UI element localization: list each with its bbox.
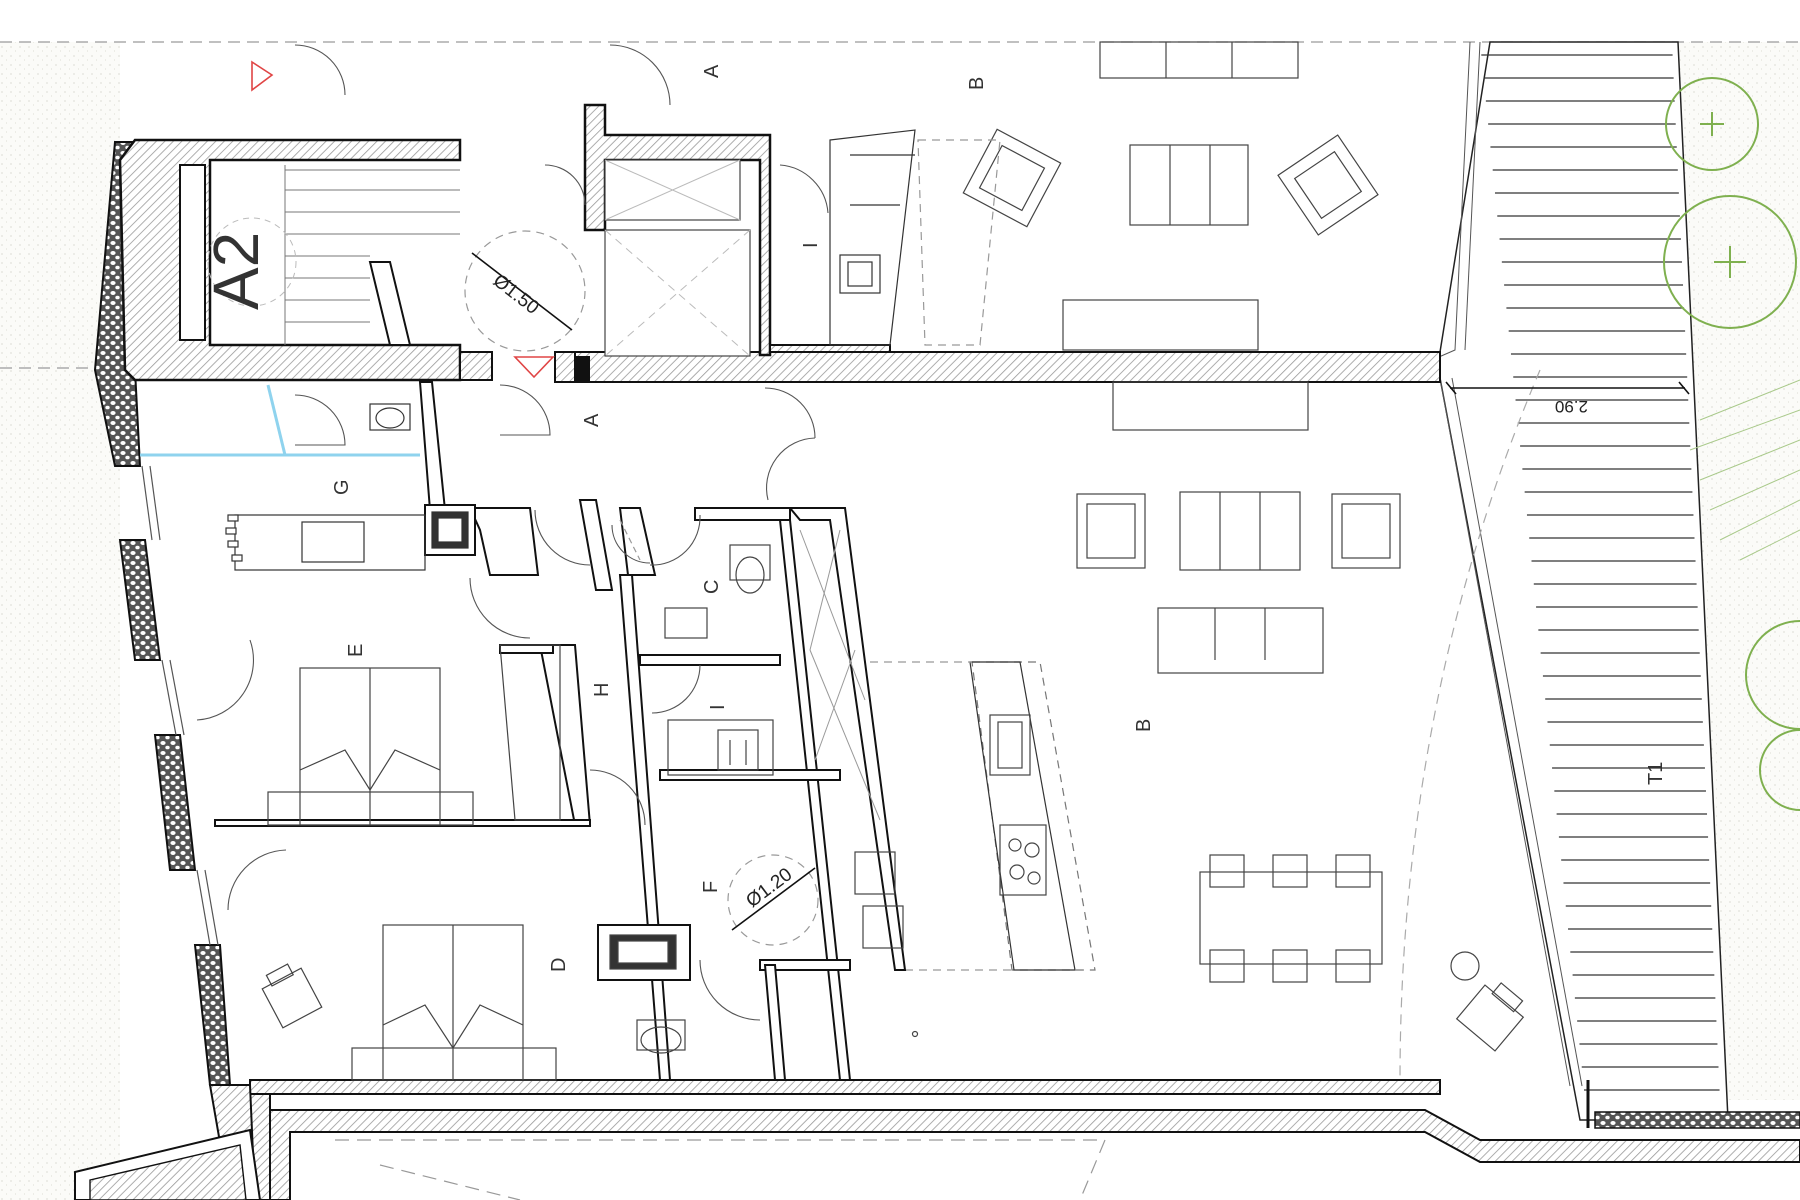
sofa-icon [1179,491,1301,571]
terrace-deck [1431,41,1729,1121]
sink-icon [664,607,708,639]
bed-icon [267,667,474,826]
room-label-t1: T1 [1645,762,1667,785]
room-label-c: C [701,580,723,594]
room-g-fixtures [140,384,476,571]
turning-circle-large-dimension: Ø1.50 [489,270,543,318]
lower-level-outline [335,1139,1106,1200]
room-label-a-top: A [701,64,723,78]
bathroom-f-fixtures [636,851,919,1054]
room-label-a-mid: A [581,413,603,427]
room-labels: A B I A G C E H I B F D T1 [331,64,1667,972]
room-label-h: H [591,683,613,697]
sink-icon [717,729,759,771]
room-label-i-top: I [800,242,822,248]
sofa-icon [1099,41,1299,79]
armchair-icon [1277,134,1379,236]
west-facade-glazing [141,465,219,946]
upper-living-furniture [917,41,1379,351]
room-label-i-mid: I [707,704,729,710]
bathroom-c-fixtures [619,519,771,639]
tree-icon [1745,620,1800,730]
room-label-b-main: B [1133,719,1155,732]
room-label-d: D [548,958,570,972]
interior-walls [214,381,907,1081]
room-label-b-top: B [966,77,988,90]
living-room-furniture [870,369,1541,1081]
turning-circles [464,230,1690,946]
trees [1663,77,1800,811]
tree-icon [1665,77,1759,171]
mid-kitchenette [667,719,774,776]
armchair-icon [962,128,1062,228]
sofa-icon [1157,607,1324,674]
tree-icon [1663,195,1797,329]
room-label-f: F [700,881,722,893]
room-label-e: E [345,644,367,657]
bedroom-d-furniture [261,924,691,1081]
chair-icon [1455,982,1525,1052]
armchair-icon [1331,493,1401,569]
stair-core [118,138,462,382]
room-label-g: G [331,479,353,495]
toilet-icon [369,403,411,431]
corridor-walls [459,344,891,383]
lower-left-structure [74,1128,262,1200]
upper-kitchenette [829,129,916,346]
chair-icon [261,963,323,1029]
table-icon [1199,871,1383,965]
toilet-icon [729,544,771,594]
sink-icon [989,714,1031,776]
storage-shaft [799,529,881,821]
lift-core [583,103,772,357]
stair-label: A2 [200,232,272,310]
entry-markers [251,60,555,379]
door-swings [196,44,829,1021]
chair-icon [1209,949,1371,983]
exterior-walls [93,141,1800,1200]
bed-icon [351,924,557,1081]
bedroom-e-furniture [267,644,561,826]
entry-marker-icon [513,356,555,379]
armchair-icon [1076,493,1146,569]
terrace-width-dimension: 2.90 [1555,397,1588,416]
entry-marker-icon [251,60,274,92]
sofa-icon [1129,144,1249,226]
tree-icon [1759,729,1800,811]
cooktop-icon [999,824,1047,896]
toilet-icon [636,1019,686,1054]
chair-icon [1209,854,1371,888]
